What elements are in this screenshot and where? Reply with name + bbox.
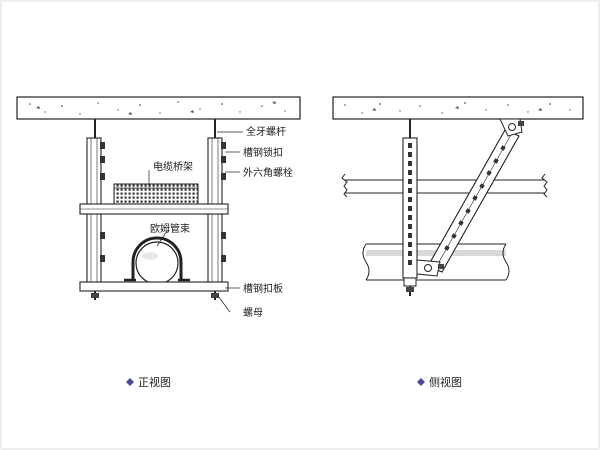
side-bottom-hinge — [416, 259, 444, 277]
side-view: 侧视图 — [332, 96, 584, 389]
label-threaded-rod: 全牙螺杆 — [246, 125, 286, 138]
label-nut: 螺母 — [243, 307, 263, 319]
label-cable-tray: 电缆桥架 — [153, 160, 193, 173]
label-ohm-clamp: 欧姆管束 — [150, 222, 190, 235]
front-lower-crossbeam — [79, 281, 229, 292]
front-slab-texture — [29, 101, 286, 115]
front-view: 全牙螺杆 槽钢锁扣 外六角螺栓 电缆桥架 欧姆管束 槽钢扣板 螺母 正视图 — [16, 96, 301, 389]
label-channel-plate: 槽钢扣板 — [243, 282, 283, 295]
front-concrete-slab — [16, 96, 301, 120]
label-hex-bolt: 外六角螺栓 — [243, 166, 293, 179]
side-vertical-channel — [402, 137, 418, 296]
front-cable-tray — [113, 183, 199, 207]
side-cable-tray — [341, 173, 548, 198]
side-caption-bullet-icon — [417, 378, 425, 386]
front-caption-bullet-icon — [126, 378, 134, 386]
front-nut-right — [211, 293, 219, 298]
front-pipe-clamp — [124, 236, 190, 285]
front-leader-lines — [148, 131, 243, 313]
side-top-hinge — [499, 118, 524, 137]
front-view-caption: 正视图 — [138, 375, 171, 389]
side-view-caption: 侧视图 — [429, 375, 462, 389]
side-slab-texture — [344, 102, 571, 114]
label-channel-lock: 槽钢锁扣 — [243, 146, 283, 159]
front-nut-left — [91, 293, 99, 298]
